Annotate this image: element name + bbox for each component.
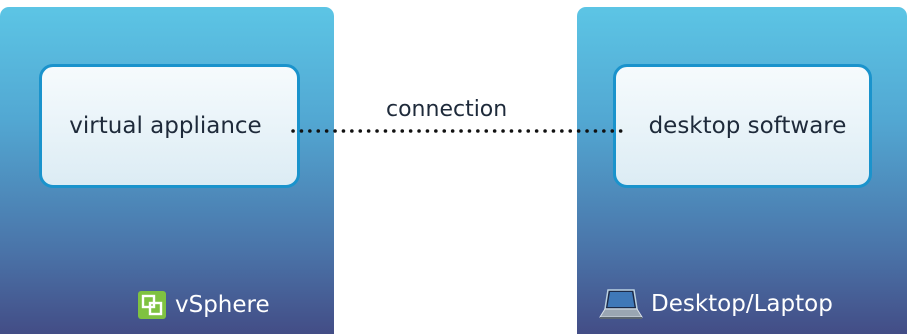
vsphere-logo-icon	[137, 290, 167, 320]
desktop-laptop-panel: desktop software Desktop/Laptop	[577, 7, 907, 334]
connection-dotted-line	[291, 129, 625, 133]
virtual-appliance-box: virtual appliance	[39, 64, 300, 188]
desktop-laptop-label: Desktop/Laptop	[651, 291, 833, 317]
vsphere-panel: virtual appliance vSphere	[0, 7, 334, 334]
desktop-platform-label-group: Desktop/Laptop	[599, 288, 833, 320]
vsphere-label: vSphere	[175, 292, 270, 318]
desktop-software-box: desktop software	[613, 64, 872, 188]
connection-label: connection	[386, 97, 508, 122]
virtual-appliance-label: virtual appliance	[69, 113, 262, 139]
laptop-icon	[599, 288, 643, 320]
vsphere-platform-label-group: vSphere	[137, 290, 270, 320]
desktop-software-label: desktop software	[648, 113, 847, 139]
